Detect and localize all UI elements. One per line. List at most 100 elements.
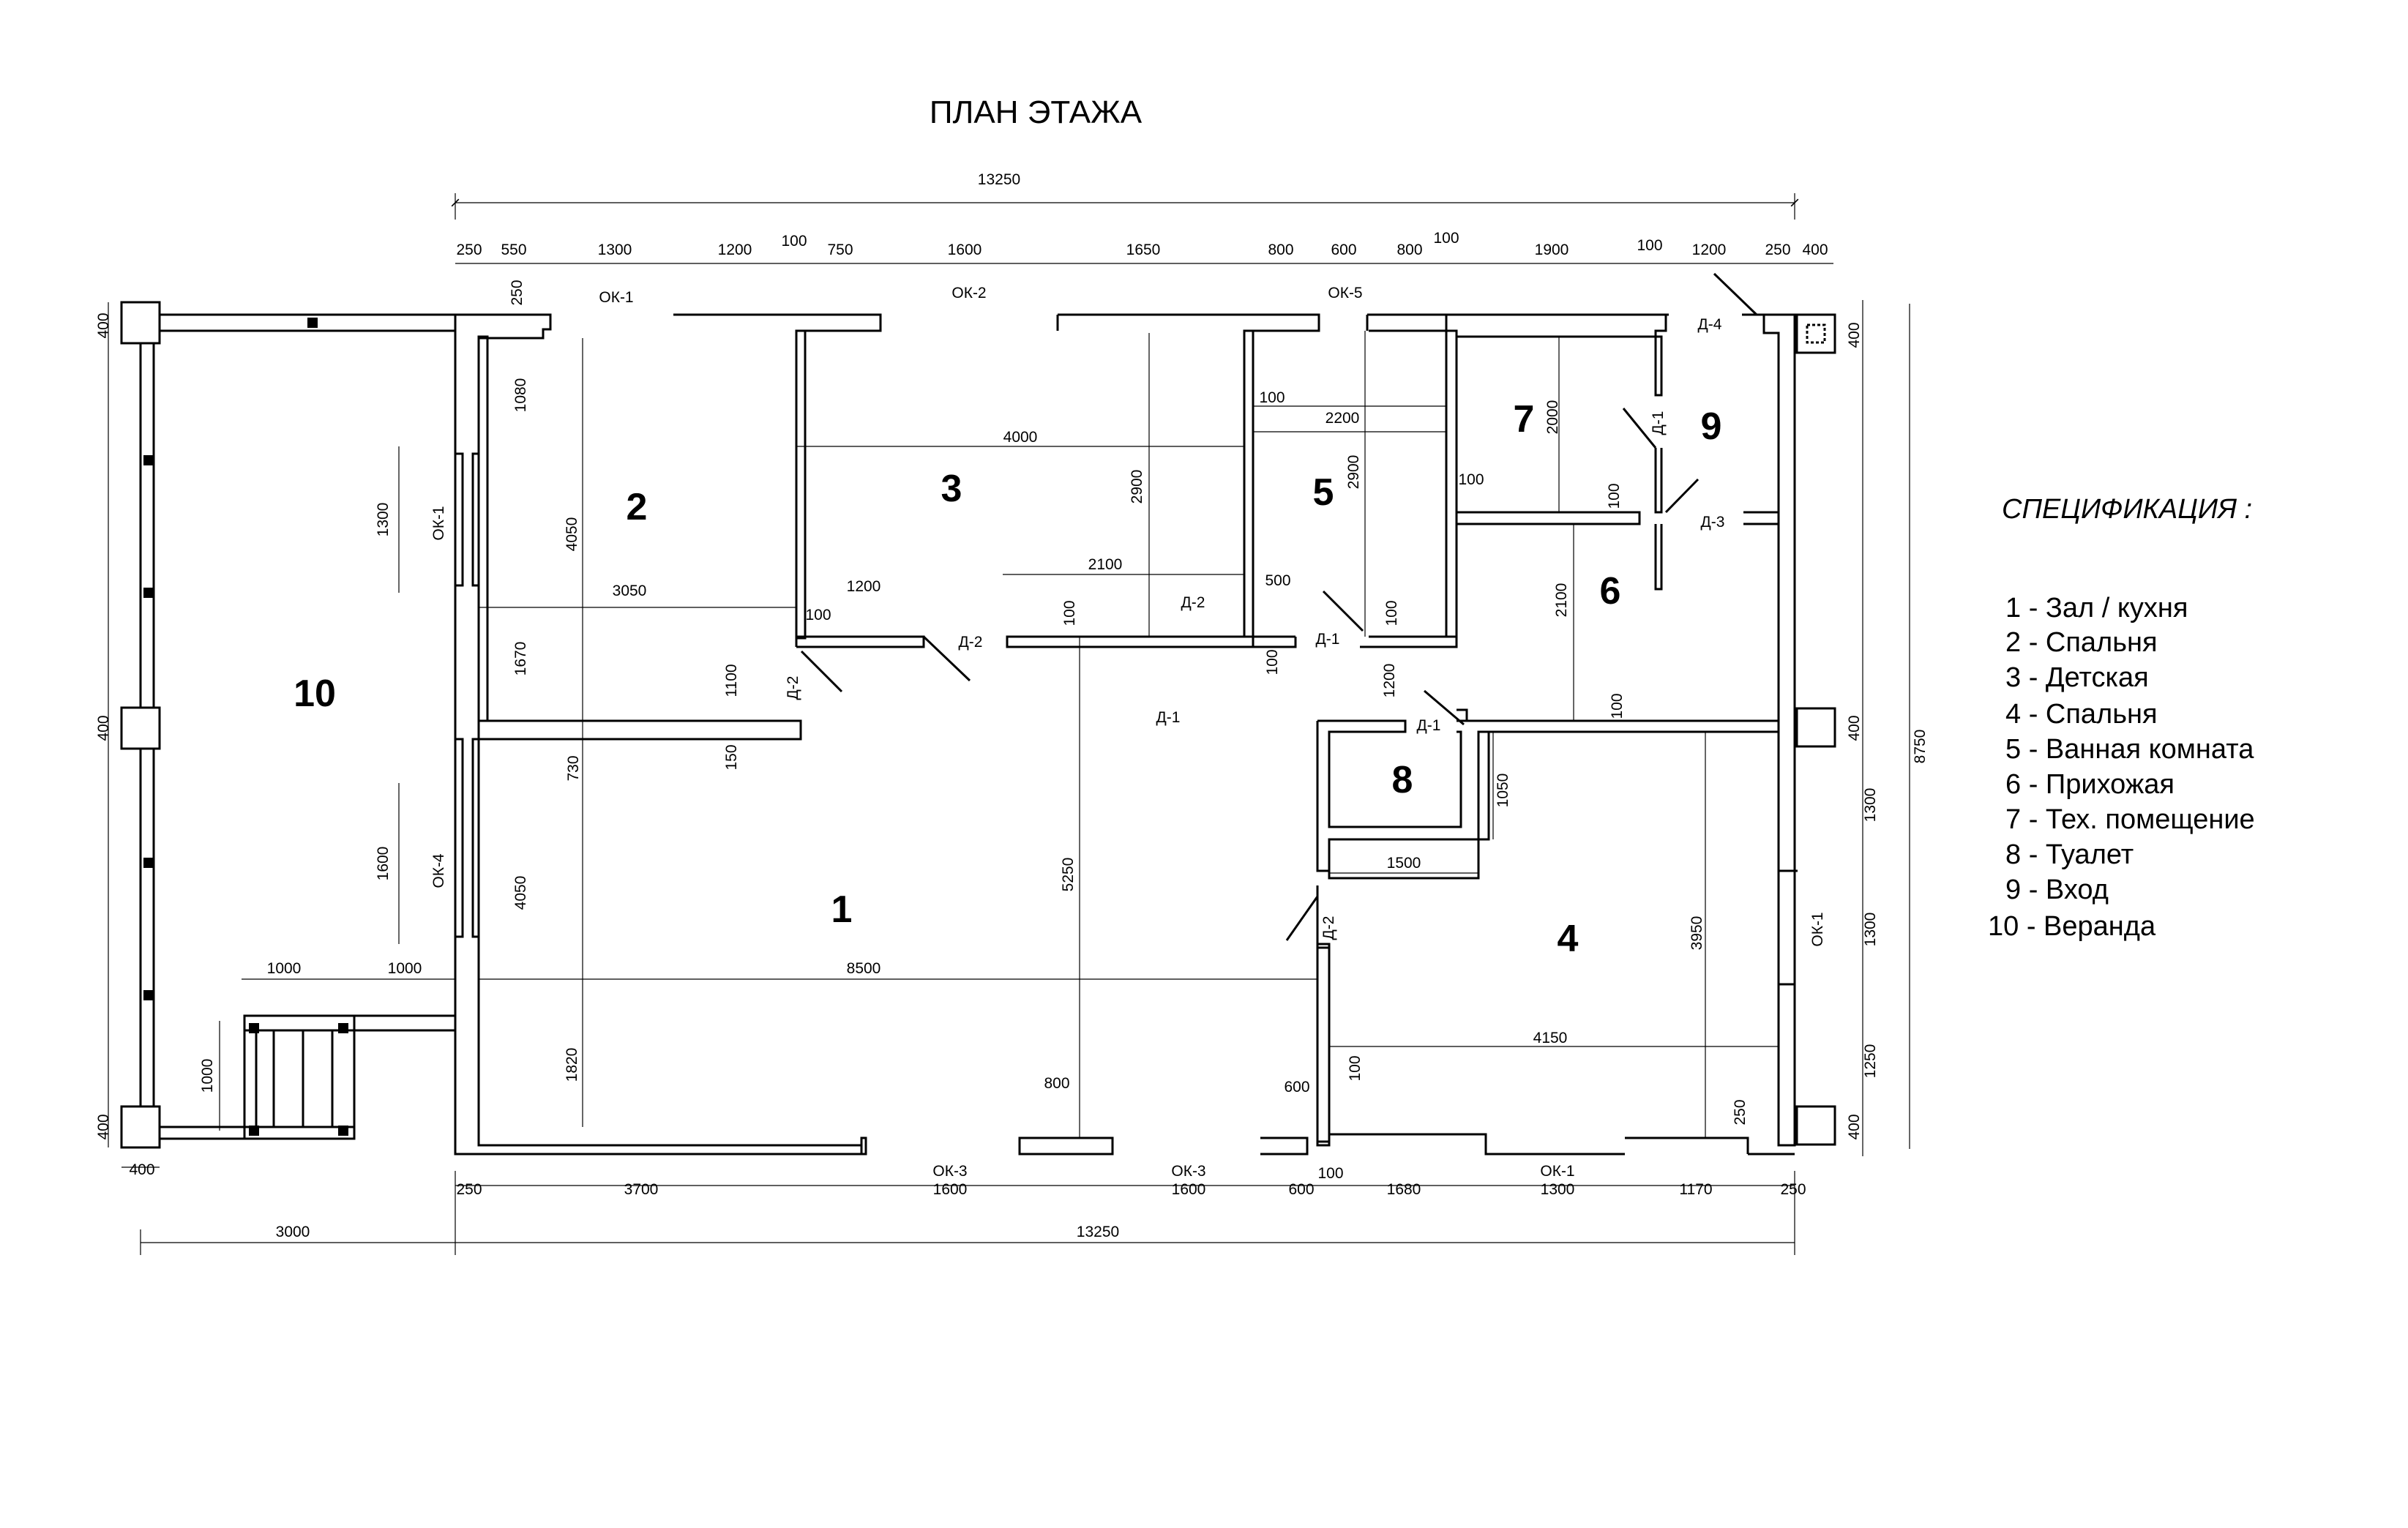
spec-item: 1 - Зал / кухня: [2005, 593, 2188, 623]
dim-left-pier: 400: [95, 715, 112, 741]
dim-inner: 1200: [847, 578, 881, 595]
dim-inner: 100: [1458, 471, 1484, 488]
dim-inner: 4050: [512, 876, 529, 910]
dim-inner: 1200: [1381, 664, 1398, 698]
dim-inner: 600: [1284, 1079, 1309, 1096]
dimension-text: 13250 250 550 1300 1200 100 750 1600 1 6 5…: [95, 171, 1929, 1240]
dim-inner: 100: [1606, 483, 1623, 509]
spec-item: 3 - Детская: [2005, 662, 2149, 693]
interior-walls: [477, 329, 1663, 1143]
dim-top-chain: 750: [827, 241, 853, 258]
dim-right-pier: 400: [1846, 1114, 1863, 1139]
plan-title: ПЛАН ЭТАЖА: [930, 94, 1143, 130]
dim-inner: 500: [1265, 572, 1290, 589]
veranda-posts: [143, 318, 348, 1136]
dim-inner: 100: [1259, 389, 1285, 406]
dim-inner: 5250: [1060, 858, 1077, 892]
dim-inner: 1000: [199, 1059, 216, 1093]
dim-inner: 4050: [564, 517, 580, 552]
dim-inner: 1080: [512, 378, 529, 413]
dim-inner: 2100: [1553, 583, 1570, 618]
dim-top-chain: 550: [501, 241, 526, 258]
dim-top-chain: 100: [1433, 230, 1459, 247]
dim-inner: 1050: [1495, 774, 1511, 808]
spec-item: 5 - Ванная комната: [2005, 734, 2254, 765]
door-label: Д-1: [1417, 717, 1441, 734]
dim-inner: 100: [1383, 600, 1400, 626]
veranda: [120, 301, 455, 1149]
dim-top-chain: 1200: [718, 241, 752, 258]
room-number-1: 1: [831, 888, 853, 931]
dim-top-chain: 1200: [1692, 241, 1727, 258]
dim-bottom-chain: 1680: [1387, 1181, 1421, 1198]
room-number-4: 4: [1558, 918, 1579, 960]
door-label: Д-2: [959, 634, 983, 651]
window-label: ОК-3: [932, 1163, 967, 1180]
dim-top-chain: 100: [1637, 237, 1662, 254]
veranda-pier-mid: [120, 706, 161, 750]
room-number-5: 5: [1313, 471, 1334, 514]
dim-inner: 8500: [847, 960, 881, 977]
dim-inner: 100: [1061, 600, 1078, 626]
dim-inner: 730: [565, 755, 582, 781]
dim-right-seg: 1300: [1862, 788, 1879, 823]
dim-inner: 2000: [1544, 400, 1561, 435]
spec-title: СПЕЦИФИКАЦИЯ :: [2002, 494, 2252, 525]
dim-inner: 3050: [613, 583, 647, 599]
window-label: ОК-5: [1328, 285, 1362, 302]
dim-bottom-total: 13250: [1077, 1224, 1119, 1240]
door-label: Д-1: [1650, 411, 1667, 435]
dim-left-pier: 400: [95, 312, 112, 338]
dim-inner: 100: [805, 607, 831, 623]
window-label: ОК-1: [430, 506, 447, 540]
dim-top-chain: 250: [1765, 241, 1790, 258]
dim-bottom-chain: 250: [1780, 1181, 1806, 1198]
room-numbers: 1 2 3 4 5 6 7 8 9 10: [293, 398, 1721, 960]
dim-inner: 2200: [1325, 410, 1360, 427]
dim-veranda-width: 3000: [276, 1224, 310, 1240]
door-label: Д-4: [1698, 316, 1722, 333]
dim-inner: 100: [1609, 693, 1626, 719]
spec-item: 4 - Спальня: [2005, 699, 2158, 730]
room-number-10: 10: [293, 673, 336, 715]
room-number-9: 9: [1701, 405, 1722, 448]
dim-top-chain: 800: [1268, 241, 1293, 258]
dim-bottom-chain: 100: [1317, 1165, 1343, 1182]
dim-top-chain: 1300: [598, 241, 632, 258]
room-number-2: 2: [627, 486, 648, 528]
dim-bottom-chain: 3700: [624, 1181, 659, 1198]
dim-inner: 2900: [1345, 455, 1362, 490]
right-piers: [1795, 313, 1836, 1146]
walls: [454, 313, 1798, 1156]
room-number-3: 3: [941, 468, 962, 510]
door-label: Д-1: [1316, 631, 1340, 648]
opening-labels: ОК-1 ОК-2 ОК-5 ОК-1 ОК-4 ОК-1 ОК-3 ОК-3 …: [430, 285, 1826, 1180]
door-label: Д-1: [1156, 709, 1181, 726]
dim-bottom-chain: 1170: [1679, 1181, 1712, 1198]
spec-item: 8 - Туалет: [2005, 839, 2134, 870]
dim-inner: 250: [509, 280, 526, 305]
dim-inner: 2100: [1088, 556, 1123, 573]
window-label: ОК-3: [1171, 1163, 1205, 1180]
dim-top-total: 13250: [978, 171, 1020, 188]
dim-bottom-chain: 1600: [933, 1181, 968, 1198]
dim-inner: 1500: [1387, 855, 1421, 872]
dim-inner: 2900: [1129, 470, 1145, 504]
dim-inner: 1100: [723, 664, 740, 697]
spec-item: 6 - Прихожая: [2005, 769, 2175, 800]
window-label: ОК-1: [599, 289, 633, 306]
dim-top-chain: 250: [456, 241, 482, 258]
dim-top-chain: 400: [1802, 241, 1828, 258]
dim-bottom-chain: 600: [1288, 1181, 1314, 1198]
door-label: Д-2: [1320, 916, 1337, 940]
room-number-6: 6: [1600, 570, 1621, 613]
room-number-7: 7: [1514, 398, 1535, 441]
spec-item: 2 - Спальня: [2005, 627, 2158, 658]
door-label: Д-3: [1701, 514, 1725, 531]
door-label: Д-2: [785, 676, 801, 700]
dim-top-chain: 1600: [948, 241, 982, 258]
dim-right-total: 8750: [1912, 730, 1929, 764]
dim-inner: 800: [1044, 1075, 1069, 1092]
dim-right-seg: 1250: [1862, 1044, 1879, 1079]
